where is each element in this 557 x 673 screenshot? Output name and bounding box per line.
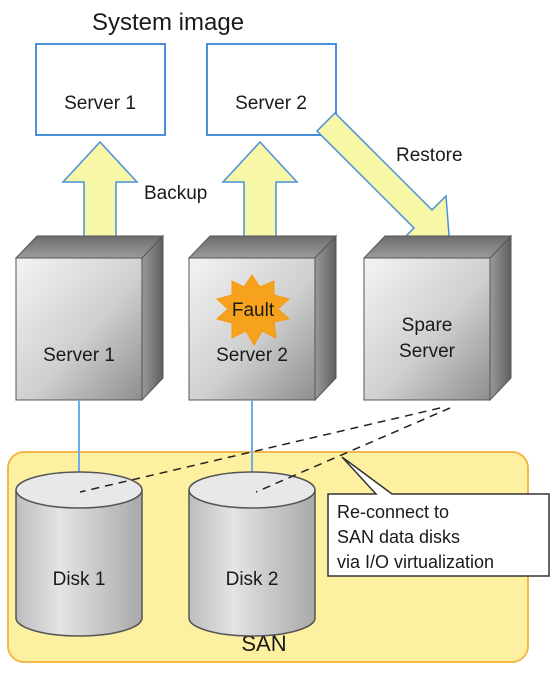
- disk-1-cylinder: Disk 1: [15, 471, 143, 637]
- diagram-title: System image: [92, 9, 244, 36]
- callout-line-1: Re-connect to: [337, 502, 449, 522]
- image-box-server-2: Server 2: [206, 43, 337, 136]
- image-box-server-1: Server 1: [35, 43, 166, 136]
- spare-server-label-line-1: Spare: [402, 315, 453, 336]
- backup-label: Backup: [144, 183, 207, 204]
- server-2-cube: Server 2: [187, 234, 338, 402]
- disk-label: Disk 2: [226, 569, 279, 590]
- image-box-label: Server 1: [64, 93, 136, 114]
- spare-server-cube: Spare Server: [362, 234, 513, 402]
- reconnect-line-disk-1: [79, 407, 441, 493]
- callout-line-2: SAN data disks: [337, 527, 460, 547]
- fault-burst-icon: Fault: [215, 274, 291, 347]
- spare-server-label-line-2: Server: [399, 341, 456, 362]
- disk-label: Disk 1: [53, 569, 106, 590]
- server-label: Server 2: [216, 345, 288, 366]
- fault-label: Fault: [232, 300, 275, 321]
- image-box-label: Server 2: [235, 93, 307, 114]
- disk-2-cylinder: Disk 2: [188, 471, 316, 637]
- reconnect-callout: Re-connect to SAN data disks via I/O vir…: [327, 456, 550, 577]
- callout-line-3: via I/O virtualization: [337, 552, 494, 572]
- restore-label: Restore: [396, 145, 463, 166]
- server-label: Server 1: [43, 345, 115, 366]
- server-1-cube: Server 1: [14, 234, 165, 402]
- restore-arrow: [315, 111, 451, 249]
- reconnect-line-disk-2: [255, 407, 451, 493]
